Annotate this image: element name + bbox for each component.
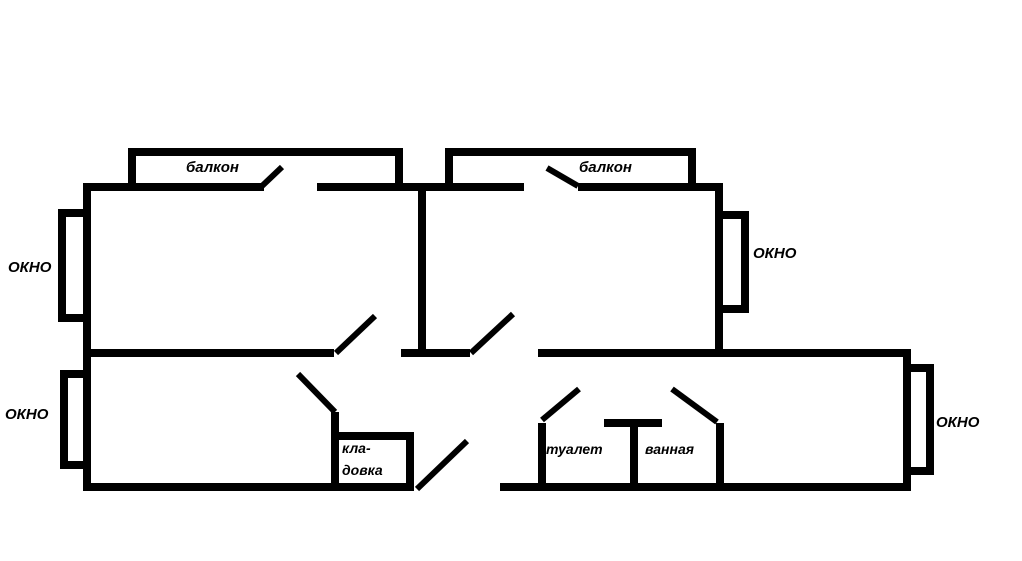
label-balcony-left: балкон — [186, 159, 239, 176]
door-room-left — [333, 313, 378, 356]
label-window-top-left: ОКНО — [8, 259, 52, 276]
label-pantry-line1: кла- — [342, 440, 371, 456]
door-balcony-right — [545, 165, 580, 189]
door-balcony-left — [259, 164, 285, 189]
label-window-bottom-left: ОКНО — [5, 406, 49, 423]
door-entrance — [414, 438, 470, 492]
door-room-right — [468, 311, 516, 356]
balcony-left — [128, 148, 403, 185]
window-top-right-frame — [719, 211, 749, 313]
door-bathroom — [670, 386, 719, 425]
window-top-left-frame — [58, 209, 87, 322]
interior-walls — [83, 183, 724, 490]
doors — [259, 164, 719, 492]
label-toilet: туалет — [546, 441, 603, 457]
label-window-bottom-right: ОКНО — [936, 414, 980, 431]
label-window-top-right: ОКНО — [753, 245, 797, 262]
label-balcony-right: балкон — [579, 159, 632, 176]
door-pantry — [295, 371, 338, 415]
window-bottom-left-frame — [60, 370, 87, 469]
door-toilet — [540, 386, 581, 423]
balcony-right — [445, 148, 696, 185]
label-pantry-line2: довка — [342, 462, 383, 478]
outer-walls — [83, 183, 911, 491]
window-bottom-right-frame — [907, 364, 934, 475]
label-bathroom: ванная — [645, 441, 694, 457]
